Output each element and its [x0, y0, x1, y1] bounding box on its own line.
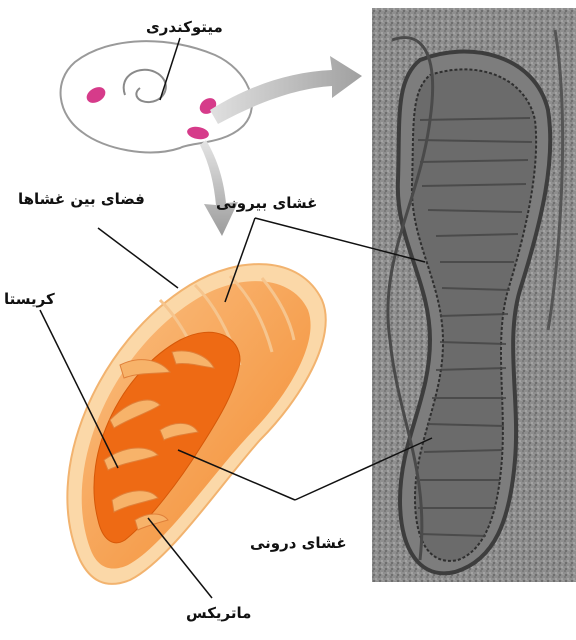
label-inner-membrane: غشای درونی	[250, 536, 347, 551]
arrow-to-diagram	[200, 140, 238, 236]
label-mitochondrion: میتوکندری	[146, 20, 223, 35]
label-intermembrane-space: فضای بین غشاها	[18, 192, 145, 207]
label-matrix: ماتریکس	[186, 606, 251, 621]
cell-sketch	[61, 41, 252, 152]
electron-micrograph	[372, 8, 576, 582]
label-outer-membrane: غشای بیرونی	[216, 196, 317, 211]
label-cristae: کریستا	[4, 292, 55, 307]
